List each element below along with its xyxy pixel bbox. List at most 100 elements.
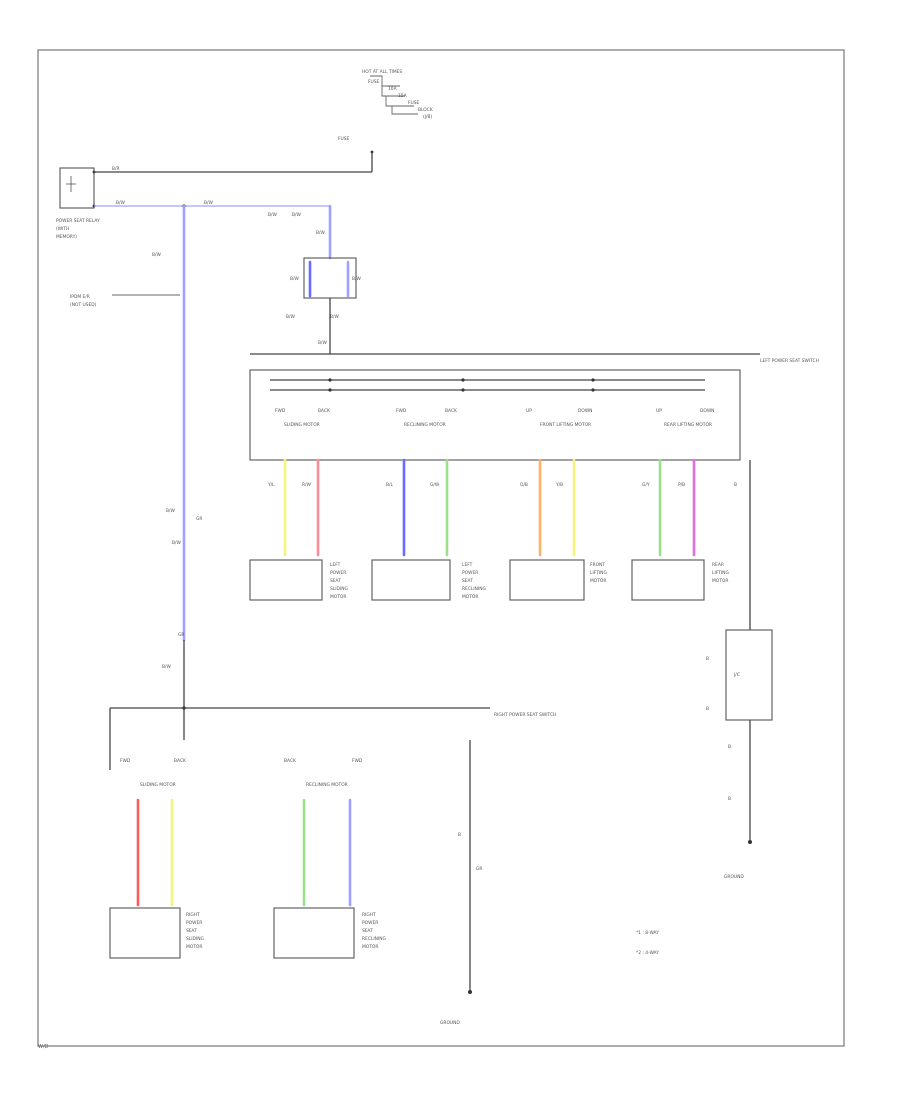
right-sliding-motor: SLIDING MOTOR RIGHT POWER SEAT SLIDING M… [109, 782, 204, 959]
svg-text:B: B [728, 744, 731, 750]
svg-text:POWER: POWER [462, 570, 478, 576]
ground-2-label: GROUND [440, 1020, 460, 1026]
motor-4-label-top: REAR LIFTING MOTOR [664, 422, 712, 428]
svg-text:FWD: FWD [396, 408, 407, 414]
left-power-seat-switch: LEFT POWER SEAT SWITCH FWD BACK FWD BACK… [249, 353, 819, 461]
svg-text:MOTOR: MOTOR [462, 594, 478, 600]
svg-text:B/W: B/W [292, 212, 301, 218]
svg-text:B: B [706, 656, 709, 662]
svg-text:UP: UP [526, 408, 532, 414]
svg-text:SEAT: SEAT [330, 578, 341, 584]
svg-text:BLOCK: BLOCK [418, 107, 433, 113]
motor-6-label-top: RECLINING MOTOR [306, 782, 348, 788]
svg-text:BACK: BACK [445, 408, 457, 414]
svg-text:(WITH: (WITH [56, 226, 69, 232]
connector-1-label: J/C [733, 672, 740, 678]
svg-text:MOTOR: MOTOR [712, 578, 728, 584]
svg-text:B/W: B/W [316, 230, 325, 236]
svg-text:DOWN: DOWN [578, 408, 592, 414]
svg-text:LIFTING: LIFTING [712, 570, 729, 576]
svg-text:BACK: BACK [174, 758, 186, 764]
svg-text:BACK: BACK [318, 408, 330, 414]
svg-text:B/L: B/L [386, 482, 393, 488]
svg-text:B/W: B/W [162, 664, 171, 670]
svg-text:P/B: P/B [678, 482, 685, 488]
svg-text:GR: GR [196, 516, 202, 522]
svg-text:B/W: B/W [268, 212, 277, 218]
ipdm-label: IPDM E/R [70, 294, 90, 300]
svg-text:B: B [728, 796, 731, 802]
svg-text:REAR: REAR [712, 562, 724, 568]
diagram-frame [37, 49, 845, 1047]
svg-text:R/W: R/W [302, 482, 312, 488]
svg-text:BACK: BACK [284, 758, 296, 764]
left-reclining-motor: RECLINING MOTOR LEFT POWER SEAT RECLININ… [371, 422, 486, 601]
svg-text:MOTOR: MOTOR [590, 578, 606, 584]
svg-text:RIGHT: RIGHT [186, 912, 200, 918]
relay-block: POWER SEAT RELAY (WITH MEMORY) [56, 167, 100, 240]
left-sliding-motor: SLIDING MOTOR LEFT POWER SEAT SLIDING MO… [249, 422, 348, 601]
svg-text:DOWN: DOWN [700, 408, 714, 414]
svg-text:MOTOR: MOTOR [330, 594, 346, 600]
svg-text:POWER: POWER [330, 570, 346, 576]
right-power-seat-switch: RIGHT POWER SEAT SWITCH FWD BACK BACK FW… [109, 706, 556, 990]
note-1: *1 : 8-WAY [636, 930, 659, 936]
motor-2-label-top: RECLINING MOTOR [404, 422, 446, 428]
top-source-label: HOT AT ALL TIMES [362, 69, 402, 75]
svg-text:B/W: B/W [286, 314, 295, 320]
svg-text:FUSE: FUSE [408, 100, 420, 106]
svg-text:B/W: B/W [204, 200, 213, 206]
svg-text:10A: 10A [388, 86, 397, 92]
svg-text:LEFT: LEFT [330, 562, 341, 568]
svg-text:B/W: B/W [318, 340, 327, 346]
footer-label: W/D [38, 1044, 49, 1050]
svg-text:G/Y: G/Y [642, 482, 650, 488]
svg-text:UP: UP [656, 408, 662, 414]
svg-text:SEAT: SEAT [462, 578, 473, 584]
svg-text:POWER: POWER [362, 920, 378, 926]
svg-text:SLIDING: SLIDING [186, 936, 204, 942]
svg-text:(NOT USED): (NOT USED) [70, 302, 97, 308]
left-rear-lifting-motor: REAR LIFTING MOTOR REAR LIFTING MOTOR G/… [631, 422, 729, 601]
note-2: *2 : 4-WAY [636, 950, 659, 956]
relay-label: POWER SEAT RELAY [56, 218, 100, 224]
svg-text:POWER: POWER [186, 920, 202, 926]
ground-1-label: GROUND [724, 874, 744, 880]
svg-text:Y/L: Y/L [267, 482, 275, 488]
lh-seat-switch-label: LEFT POWER SEAT SWITCH [760, 358, 819, 364]
svg-text:GR: GR [476, 866, 482, 872]
svg-text:B/W: B/W [172, 540, 181, 546]
svg-text:SLIDING: SLIDING [330, 586, 348, 592]
svg-text:MEMORY): MEMORY) [56, 234, 77, 240]
svg-text:B/W: B/W [352, 276, 361, 282]
svg-text:RIGHT: RIGHT [362, 912, 376, 918]
fuse-label-a: FUSE [338, 136, 350, 142]
svg-text:RECLINING: RECLINING [362, 936, 386, 942]
svg-text:MOTOR: MOTOR [362, 944, 378, 950]
svg-text:FRONT: FRONT [590, 562, 605, 568]
svg-text:FWD: FWD [275, 408, 286, 414]
svg-text:LEFT: LEFT [462, 562, 473, 568]
svg-text:B/W: B/W [330, 314, 339, 320]
svg-text:B/R: B/R [112, 166, 120, 172]
svg-text:MOTOR: MOTOR [186, 944, 202, 950]
motor-1-label-top: SLIDING MOTOR [284, 422, 320, 428]
joint-connector: J/C B B [706, 629, 773, 721]
svg-text:G/W: G/W [430, 482, 440, 488]
motor-3-label-top: FRONT LIFTING MOTOR [540, 422, 591, 428]
right-reclining-motor: RECLINING MOTOR RIGHT POWER SEAT RECLINI… [273, 782, 386, 959]
svg-text:B/W: B/W [290, 276, 299, 282]
left-front-lifting-motor: FRONT LIFTING MOTOR FRONT LIFTING MOTOR … [509, 422, 607, 601]
svg-text:FWD: FWD [120, 758, 131, 764]
svg-text:B/W: B/W [166, 508, 175, 514]
svg-text:B/W: B/W [152, 252, 161, 258]
svg-text:GR: GR [178, 632, 184, 638]
svg-text:SEAT: SEAT [186, 928, 197, 934]
svg-text:FWD: FWD [352, 758, 363, 764]
svg-text:B/W: B/W [116, 200, 125, 206]
svg-text:B: B [458, 832, 461, 838]
motor-5-label-top: SLIDING MOTOR [140, 782, 176, 788]
svg-text:SEAT: SEAT [362, 928, 373, 934]
svg-text:B: B [706, 706, 709, 712]
